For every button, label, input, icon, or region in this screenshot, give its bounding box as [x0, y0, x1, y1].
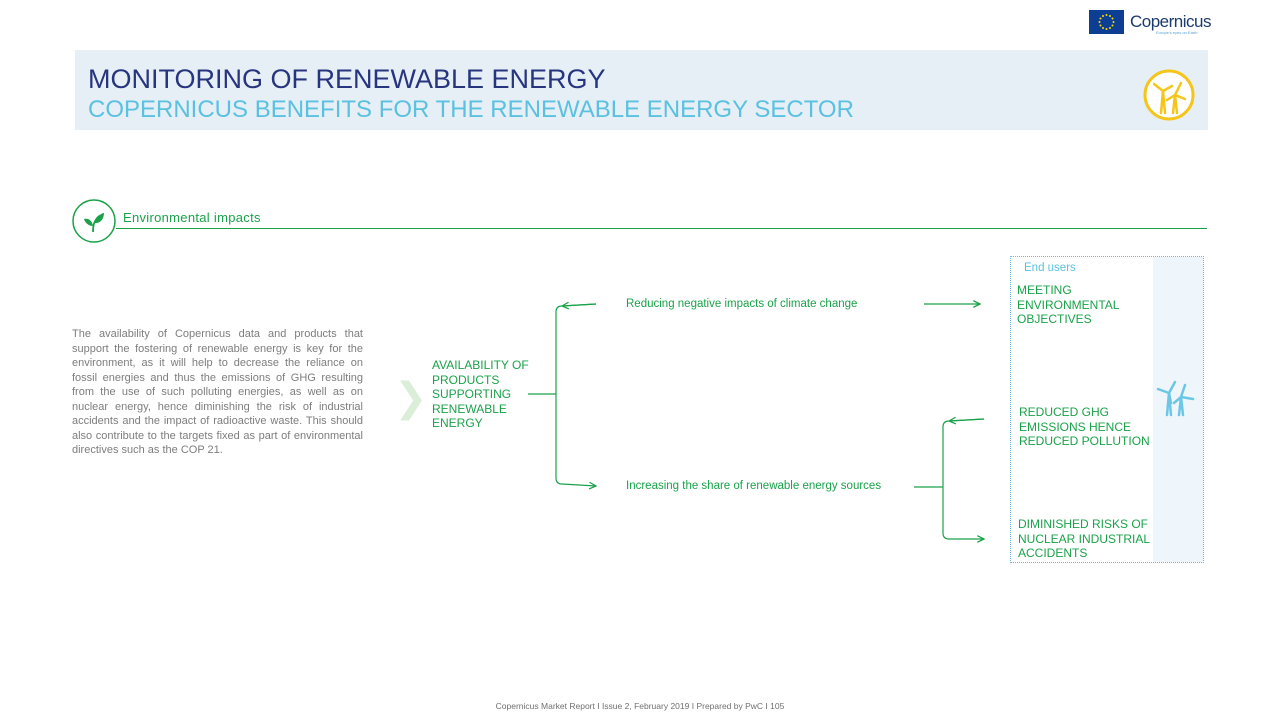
branch-label-climate: Reducing negative impacts of climate cha… — [626, 298, 858, 310]
branch-label-renewables: Increasing the share of renewable energy… — [626, 480, 882, 492]
leaf-icon — [72, 199, 116, 243]
intro-paragraph: The availability of Copernicus data and … — [72, 328, 363, 456]
eu-flag-logo — [1089, 10, 1124, 34]
outcome-item: REDUCED GHG EMISSIONS HENCE REDUCED POLL… — [1019, 405, 1150, 449]
page-title: MONITORING OF RENEWABLE ENERGY — [88, 64, 606, 94]
end-users-strip — [1153, 257, 1203, 562]
wind-turbine-icon — [1143, 69, 1195, 121]
copernicus-logo: Copernicus Europe's eyes on Earth — [1130, 12, 1212, 35]
end-users-label: End users — [1024, 262, 1076, 274]
outcome-item: MEETING ENVIRONMENTAL OBJECTIVES — [1017, 283, 1120, 327]
chevron-right-icon: ❯ — [394, 375, 428, 421]
outcome-item: DIMINISHED RISKS OF NUCLEAR INDUSTRIAL A… — [1018, 517, 1150, 561]
section-divider — [116, 228, 1207, 229]
end-users-box — [1010, 256, 1204, 563]
wind-turbine-icon — [1155, 377, 1197, 417]
section-title: Environmental impacts — [123, 210, 261, 225]
header-banner: MONITORING OF RENEWABLE ENERGY COPERNICU… — [75, 50, 1208, 130]
source-label: AVAILABILITY OF PRODUCTS SUPPORTING RENE… — [432, 358, 529, 431]
page-subtitle: COPERNICUS BENEFITS FOR THE RENEWABLE EN… — [88, 96, 854, 123]
page-footer: Copernicus Market Report I Issue 2, Febr… — [495, 701, 785, 711]
